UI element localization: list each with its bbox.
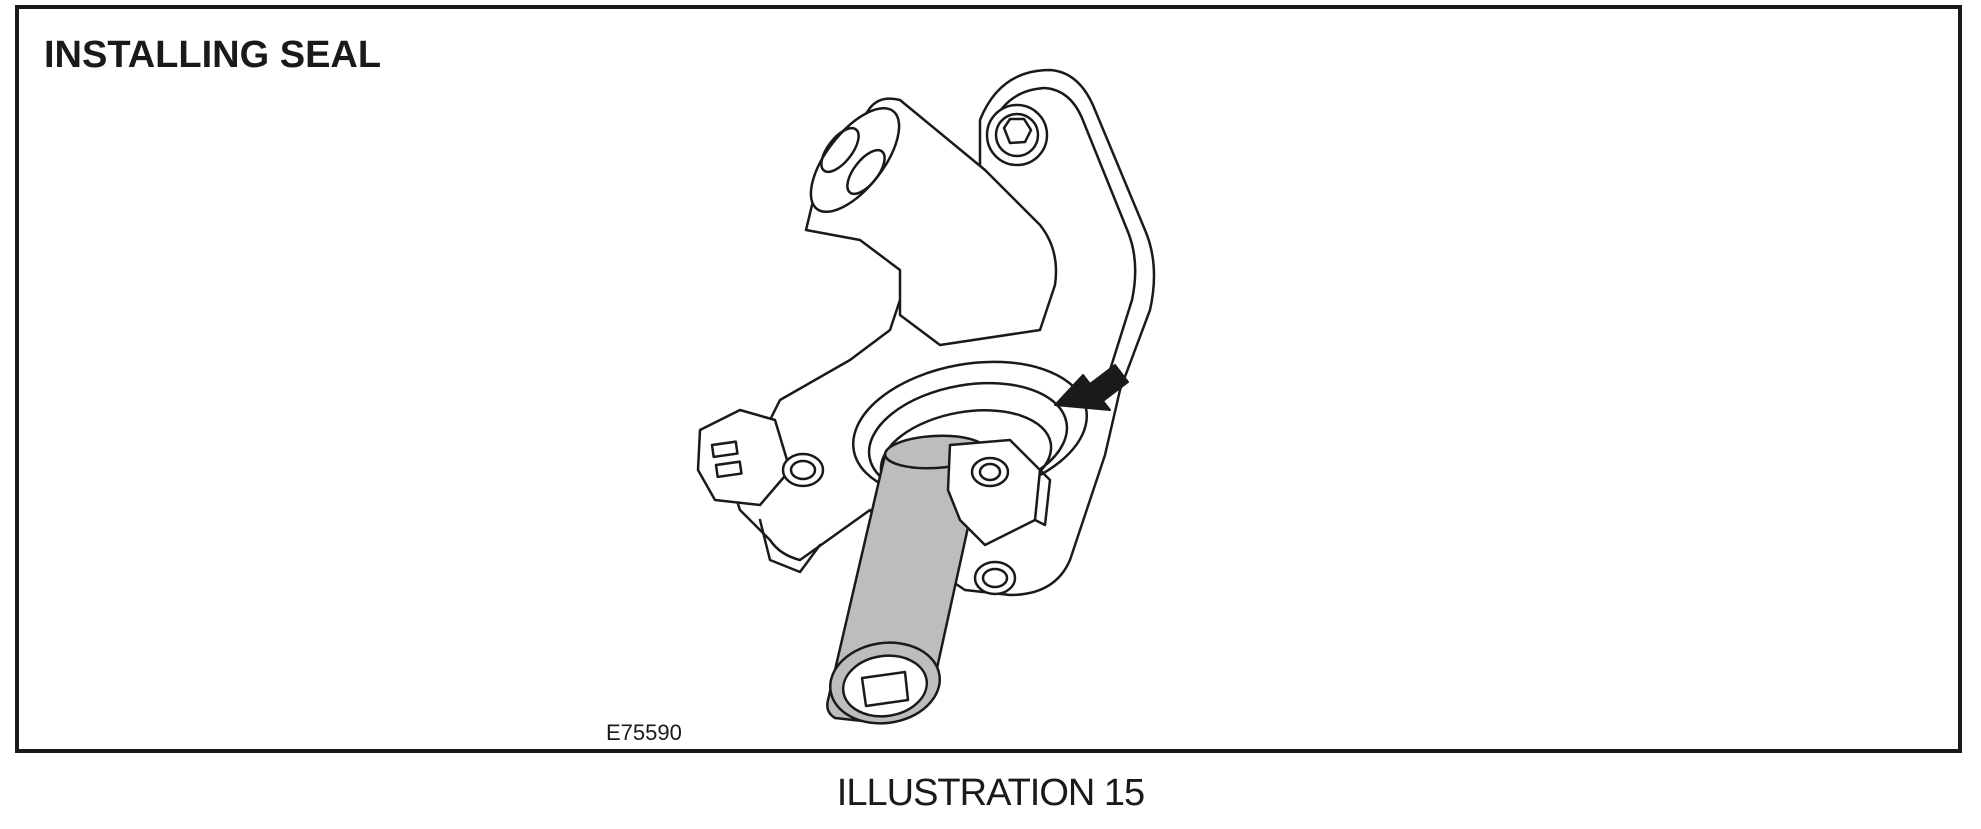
shaft-clamp xyxy=(946,438,1042,547)
arrow-indicator-icon xyxy=(1054,364,1129,411)
figure-code: E75590 xyxy=(606,720,682,745)
illustration-title: INSTALLING SEAL xyxy=(44,34,382,76)
left-mount-hole xyxy=(781,452,825,488)
lower-mount-hole xyxy=(973,560,1017,596)
electrical-connector xyxy=(696,408,792,507)
illustration-caption: ILLUSTRATION 15 xyxy=(836,772,1145,814)
hex-bolt-icon xyxy=(1002,117,1033,145)
